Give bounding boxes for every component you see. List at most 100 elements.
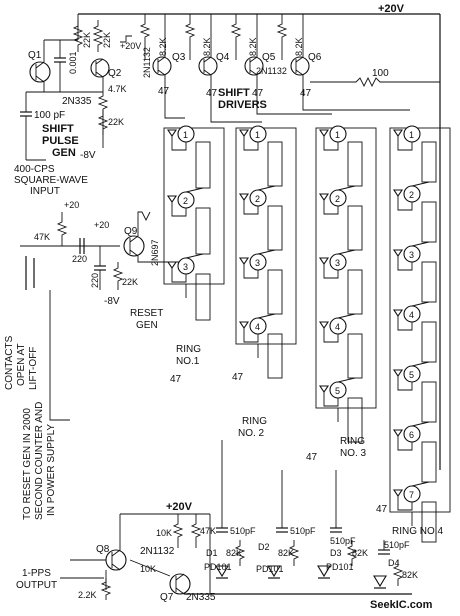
resistor-2-2k — [100, 578, 112, 600]
label-input-1: 400-CPS — [14, 164, 55, 175]
label-8-2k-c: 8.2K — [248, 37, 258, 56]
label-ring2-47: 47 — [232, 372, 244, 383]
label-220-b: 220 — [90, 273, 100, 288]
label-2n1132-c: 2N1132 — [140, 546, 175, 557]
ring1-frame — [163, 127, 225, 285]
label-to-reset-2: SECOND COUNTER AND — [34, 402, 45, 520]
label-47-c: 47 — [252, 88, 264, 99]
label-2n335-b: 2N335 — [186, 592, 216, 603]
resistor-4-7k — [97, 92, 109, 114]
ring1-stage-2: 2 — [166, 191, 211, 259]
label-input-2: SQUARE-WAVE — [14, 175, 88, 186]
capacitor-0-001 — [54, 40, 66, 92]
label-c-001: 0.001 — [68, 51, 78, 74]
label-q6: Q6 — [308, 52, 322, 63]
resistor-82k-b — [288, 540, 300, 566]
label-q1: Q1 — [28, 50, 42, 61]
label-d1: D1 — [206, 548, 218, 558]
resistor-22k-d — [112, 262, 124, 290]
label-2n1132-a: 2N1132 — [142, 47, 152, 78]
ring3-stage-label: 1 — [335, 130, 340, 140]
capacitor-510pf-b — [276, 470, 288, 533]
label-q8: Q8 — [96, 544, 110, 555]
ring1-stage-label: 2 — [183, 196, 188, 206]
label-d3: D3 — [330, 548, 342, 558]
diode-d4 — [373, 575, 387, 589]
label-reset-supply-a: +20 — [64, 200, 79, 210]
label-100: 100 — [372, 68, 389, 79]
label-pd101-c: PD101 — [326, 562, 354, 572]
capacitor-220-a — [79, 238, 85, 254]
ring1-stage-label: 1 — [183, 130, 188, 140]
ring3-stage-label: 5 — [335, 386, 340, 396]
label-8-2k-d: 8.2K — [294, 37, 304, 56]
ring4-stage-5: 5 — [392, 365, 437, 427]
ring3-stage-1: 1 — [318, 125, 363, 191]
label-100pf: 100 pF — [34, 110, 65, 121]
ring3-stage-label: 2 — [335, 194, 340, 204]
label-q9: Q9 — [124, 226, 138, 237]
transistor-q9 — [123, 235, 145, 257]
label-q2: Q2 — [108, 68, 122, 79]
transistor-q5 — [244, 56, 264, 76]
ring2-stage-4: 4 — [238, 317, 283, 379]
ring4-frame — [389, 127, 451, 513]
transistor-q7 — [169, 573, 191, 595]
ring4-stage-label: 6 — [409, 430, 414, 440]
transistor-q8 — [105, 549, 127, 571]
resistor-22k-a — [72, 20, 84, 52]
label-510pf-d: 510pF — [384, 540, 410, 550]
label-shift-pulse-2: PULSE — [42, 135, 79, 147]
ring2-stage-3: 3 — [238, 253, 283, 319]
label-neg-8v-a: -8V — [80, 150, 96, 161]
label-input-3: INPUT — [30, 186, 60, 197]
ring4-stage-4: 4 — [392, 305, 437, 367]
transistor-q4 — [198, 56, 218, 76]
label-8-2k-b: 8.2K — [202, 37, 212, 56]
resistor-8-2k-d — [276, 14, 288, 60]
label-ring1-47: 47 — [170, 374, 182, 385]
label-510pf-a: 510pF — [230, 526, 256, 536]
label-pps-1: 1-PPS — [22, 568, 51, 579]
label-8-2k-a: 8.2K — [158, 37, 168, 56]
ring4-stage-label: 4 — [409, 310, 414, 320]
label-ring3-2: NO. 3 — [340, 448, 367, 459]
capacitor-510pf-a — [216, 440, 228, 533]
label-shift-drivers-2: DRIVERS — [218, 99, 267, 111]
ring3-stage-3: 3 — [318, 253, 363, 319]
capacitor-100pf — [20, 111, 32, 117]
label-q3: Q3 — [172, 52, 186, 63]
ring2-stage-2: 2 — [238, 189, 283, 255]
label-reset-gen-1: RESET — [130, 308, 163, 319]
resistor-82k-c — [346, 540, 358, 566]
label-q5: Q5 — [262, 52, 276, 63]
resistor-22k-b — [92, 20, 104, 52]
label-reset-supply-b: +20 — [94, 220, 109, 230]
ring2-frame — [235, 127, 297, 345]
ring3-stage-4: 4 — [318, 317, 363, 383]
label-q7: Q7 — [160, 592, 174, 603]
label-2n1132-b: 2N1132 — [256, 66, 287, 76]
ring4-stage-label: 2 — [409, 190, 414, 200]
label-22k-d: 22K — [122, 277, 138, 287]
label-ring4-47: 47 — [376, 504, 388, 515]
resistor-47k-b — [190, 514, 202, 548]
ring4-stage-2: 2 — [392, 185, 437, 247]
label-reset-gen-2: GEN — [136, 320, 158, 331]
label-to-reset-1: TO RESET GEN IN 2000 — [22, 408, 33, 520]
label-ring3-1: RING — [340, 436, 365, 447]
ring2-stage-label: 3 — [255, 258, 260, 268]
ring1-stage-1: 1 — [166, 125, 211, 193]
ring4-stage-label: 5 — [409, 370, 414, 380]
resistor-8-2k-a — [139, 14, 151, 60]
watermark: SeekIC.com — [370, 599, 433, 611]
resistor-22k-c — [97, 110, 109, 135]
label-510pf-b: 510pF — [290, 526, 316, 536]
label-shift-pulse-3: GEN — [52, 147, 76, 159]
label-shift-supply: +20V — [120, 41, 141, 51]
ring2-stage-label: 4 — [255, 322, 260, 332]
label-ring2-2: NO. 2 — [238, 428, 265, 439]
label-contacts-3: LIFT-OFF — [28, 347, 39, 390]
ring3-frame — [315, 127, 377, 409]
